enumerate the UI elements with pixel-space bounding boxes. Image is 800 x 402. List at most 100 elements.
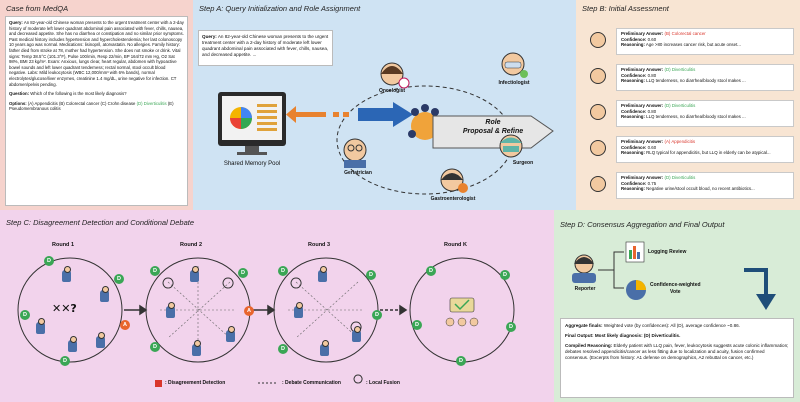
step-d-panel: Step D: Consensus Aggregation and Final … bbox=[554, 210, 800, 402]
oncologist-avatar-icon bbox=[590, 32, 606, 48]
case-question-text: Which of the following is the most likel… bbox=[30, 91, 127, 97]
role-label-line1: Role bbox=[485, 119, 501, 126]
aggregate-line: Aggregate finals: Weighted vote (by conf… bbox=[565, 323, 789, 329]
round-k-label: Round K bbox=[444, 242, 467, 248]
reporter-icon bbox=[572, 254, 596, 283]
gastroenterologist-avatar-icon bbox=[590, 104, 606, 120]
answer-label: Preliminary Answer: bbox=[621, 103, 664, 108]
svg-text:✕✕?: ✕✕? bbox=[52, 302, 77, 315]
step-a-query-text: An 82-year-old Chinese woman presents to… bbox=[202, 34, 329, 57]
doctor-icon bbox=[192, 340, 201, 356]
agent-badge: D bbox=[372, 310, 382, 320]
assessment-entry-3: Preliminary Answer: (D) Diverticulitis C… bbox=[616, 100, 794, 127]
step-a-diagram bbox=[218, 52, 554, 195]
agent-badge: D bbox=[278, 344, 288, 354]
doctor-icon bbox=[226, 326, 235, 342]
gastroenterologist-label: Gastroenterologist bbox=[430, 196, 476, 202]
step-c-panel: Step C: Disagreement Detection and Condi… bbox=[0, 210, 554, 402]
case-question: Question: Which of the following is the … bbox=[9, 91, 184, 97]
confidence-value: 0.80 bbox=[647, 72, 657, 78]
doctor-icon bbox=[166, 302, 175, 318]
step-b-panel: Step B: Initial Assessment Preliminary A… bbox=[576, 0, 800, 210]
step-a-panel: Step A: Query Initialization and Role As… bbox=[193, 0, 576, 210]
case-option-c: (C) Crohn disease bbox=[100, 100, 136, 106]
confidence-value: 0.60 bbox=[647, 144, 657, 150]
agent-badge: A bbox=[244, 306, 254, 316]
gastroenterologist-avatar-icon bbox=[440, 168, 468, 193]
doctor-icon bbox=[294, 302, 303, 318]
doctor-icon bbox=[36, 318, 45, 334]
vote-pie-icon bbox=[626, 280, 646, 300]
down-arrow-icon bbox=[744, 268, 776, 310]
infectiologist-label: Infectiologist bbox=[498, 80, 530, 86]
case-textbox: Query: An 82-year-old Chinese woman pres… bbox=[5, 16, 188, 206]
step-a-title: Step A: Query Initialization and Role As… bbox=[199, 4, 361, 13]
confidence-label: Confidence: bbox=[621, 144, 647, 150]
logging-review-icon bbox=[625, 241, 645, 263]
answer-label: Preliminary Answer: bbox=[621, 175, 664, 180]
answer-value: (B) Colorectal cancer bbox=[664, 31, 706, 36]
geriatrician-label: Geriatrician bbox=[344, 170, 372, 176]
legend-disagreement-icon bbox=[155, 380, 162, 387]
assessment-entry-5: Preliminary Answer: (D) Diverticulitis C… bbox=[616, 172, 794, 199]
step-c-title: Step C: Disagreement Detection and Condi… bbox=[6, 218, 195, 227]
geriatrician-avatar-icon bbox=[343, 138, 367, 168]
reasoning-label: Reasoning: bbox=[621, 114, 645, 120]
agent-badge: D bbox=[44, 256, 54, 266]
compiled-text: Elderly patient with LLQ pain, fever, le… bbox=[565, 343, 789, 360]
answer-label: Preliminary Answer: bbox=[621, 139, 664, 144]
compiled-line: Compiled Reasoning: Elderly patient with… bbox=[565, 343, 789, 361]
agent-badge: D bbox=[114, 274, 124, 284]
case-options: Options: (A) Appendicitis (B) Colorectal… bbox=[9, 101, 184, 112]
round-1-label: Round 1 bbox=[52, 242, 74, 248]
agent-badge: D bbox=[150, 342, 160, 352]
answer-value: (D) Diverticulitis bbox=[664, 67, 696, 72]
reasoning-label: Reasoning: bbox=[621, 150, 645, 156]
answer-value: (A) Appendicitis bbox=[664, 139, 696, 144]
logging-review-label: Logging Review bbox=[648, 249, 687, 255]
confidence-value: 0.60 bbox=[647, 36, 657, 42]
oncologist-avatar-icon bbox=[380, 62, 410, 89]
aggregation-diagram bbox=[572, 241, 776, 310]
doctor-icon bbox=[190, 266, 199, 282]
case-option-b: (B) Colorectal cancer bbox=[58, 100, 100, 106]
shared-memory-label: Shared Memory Pool bbox=[223, 161, 281, 167]
case-question-label: Question: bbox=[9, 91, 30, 97]
final-label: Final Output: bbox=[565, 333, 594, 338]
step-a-query-box: Query: An 82-year-old Chinese woman pres… bbox=[198, 30, 333, 66]
case-option-e: (E) Pseudomembranous colitis bbox=[9, 100, 174, 112]
round-arrows bbox=[124, 304, 408, 316]
reasoning-value: LLQ tenderness, no diarrhea/bloody stool… bbox=[646, 114, 746, 120]
agent-badge: D bbox=[366, 270, 376, 280]
geriatrician-avatar-icon bbox=[590, 68, 606, 84]
confidence-value: 0.80 bbox=[647, 108, 657, 114]
confidence-label: Confidence: bbox=[621, 72, 647, 78]
final-line: Final Output: Most likely diagnosis: (D)… bbox=[565, 333, 789, 339]
legend-fusion-text: : Local Fusion bbox=[366, 380, 400, 386]
answer-value: (D) Diverticulitis bbox=[664, 103, 696, 108]
consensus-celebration-icon bbox=[445, 297, 479, 327]
confidence-label: Confidence: bbox=[621, 180, 647, 186]
case-option-d: (D) Diverticulitis bbox=[136, 100, 167, 106]
reasoning-label: Reasoning: bbox=[621, 42, 645, 48]
confidence-label: Confidence: bbox=[621, 108, 647, 114]
reporter-label: Reporter bbox=[574, 286, 596, 292]
reasoning-value: LLQ tenderness, no diarrhea/bloody stool… bbox=[646, 78, 746, 84]
agent-badge: D bbox=[456, 356, 466, 366]
legend-debate-text: : Debate Communication bbox=[282, 380, 341, 386]
reasoning-label: Reasoning: bbox=[621, 78, 645, 84]
confidence-label: Confidence: bbox=[621, 36, 647, 42]
assessment-entry-4: Preliminary Answer: (A) Appendicitis Con… bbox=[616, 136, 794, 163]
connector-lines bbox=[598, 251, 624, 289]
local-fusion-icons bbox=[162, 277, 362, 333]
reasoning-value: Negative urine/stool occult blood, no re… bbox=[646, 186, 755, 192]
final-text: Most likely diagnosis: (D) Diverticuliti… bbox=[594, 333, 681, 338]
surgeon-avatar-icon bbox=[590, 140, 606, 156]
agent-badge: A bbox=[120, 320, 130, 330]
agent-badge: D bbox=[278, 266, 288, 276]
agent-badge: D bbox=[506, 322, 516, 332]
round-1-circle bbox=[17, 257, 123, 363]
case-query-text: An 82-year-old Chinese woman presents to… bbox=[9, 20, 184, 87]
vote-label-line2: Vote bbox=[670, 289, 681, 295]
shared-memory-monitor-icon bbox=[218, 92, 286, 155]
